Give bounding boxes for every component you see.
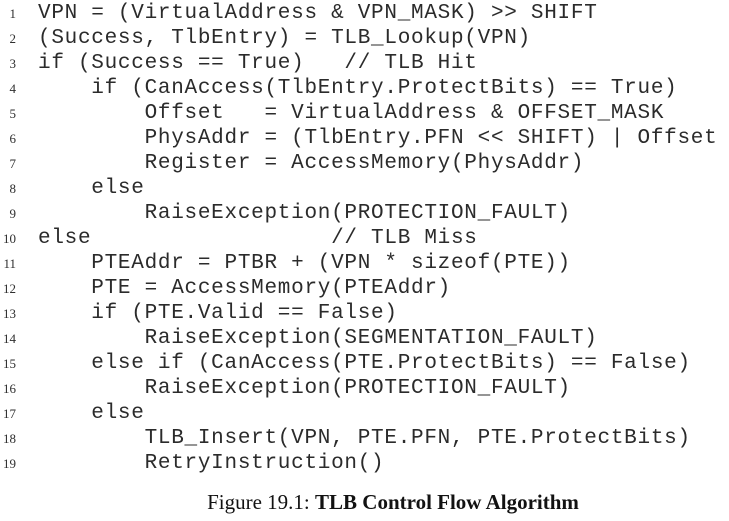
code-line: 10 else // TLB Miss <box>0 226 729 251</box>
line-number: 8 <box>9 181 17 196</box>
code-line: 12 PTE = AccessMemory(PTEAddr) <box>0 276 729 301</box>
code-text: if (Success == True) // TLB Hit <box>38 52 478 75</box>
code-text: PTEAddr = PTBR + (VPN * sizeof(PTE)) <box>38 252 571 275</box>
figure-caption: Figure 19.1: TLB Control Flow Algorithm <box>0 490 729 515</box>
code-text: RaiseException(PROTECTION_FAULT) <box>38 202 571 225</box>
line-number: 17 <box>3 406 16 421</box>
code-line: 18 TLB_Insert(VPN, PTE.PFN, PTE.ProtectB… <box>0 426 729 451</box>
line-number: 12 <box>3 281 16 296</box>
line-number: 13 <box>3 306 16 321</box>
code-text: PTE = AccessMemory(PTEAddr) <box>38 277 451 300</box>
code-line: 19 RetryInstruction() <box>0 451 729 476</box>
code-text: VPN = (VirtualAddress & VPN_MASK) >> SHI… <box>38 2 598 25</box>
code-text: else // TLB Miss <box>38 227 478 250</box>
code-line: 7 Register = AccessMemory(PhysAddr) <box>0 151 729 176</box>
code-text: else if (CanAccess(PTE.ProtectBits) == F… <box>38 352 691 375</box>
figure-caption-prefix: Figure 19.1: <box>207 490 316 514</box>
code-text: PhysAddr = (TlbEntry.PFN << SHIFT) | Off… <box>38 127 718 150</box>
line-number: 19 <box>3 456 16 471</box>
code-text: Offset = VirtualAddress & OFFSET_MASK <box>38 102 665 125</box>
code-line: 16 RaiseException(PROTECTION_FAULT) <box>0 376 729 401</box>
line-number: 3 <box>9 56 17 71</box>
code-text: else <box>38 402 145 425</box>
code-listing: 1 VPN = (VirtualAddress & VPN_MASK) >> SH… <box>0 1 729 476</box>
code-line: 6 PhysAddr = (TlbEntry.PFN << SHIFT) | O… <box>0 126 729 151</box>
line-number: 5 <box>9 106 17 121</box>
line-number: 7 <box>9 156 17 171</box>
code-line: 13 if (PTE.Valid == False) <box>0 301 729 326</box>
code-line: 14 RaiseException(SEGMENTATION_FAULT) <box>0 326 729 351</box>
line-number: 4 <box>9 81 17 96</box>
line-number: 14 <box>3 331 16 346</box>
line-number: 2 <box>9 31 17 46</box>
code-text: Register = AccessMemory(PhysAddr) <box>38 152 585 175</box>
code-line: 15 else if (CanAccess(PTE.ProtectBits) =… <box>0 351 729 376</box>
code-text: if (CanAccess(TlbEntry.ProtectBits) == T… <box>38 77 678 100</box>
line-number: 15 <box>3 356 16 371</box>
code-line: 4 if (CanAccess(TlbEntry.ProtectBits) ==… <box>0 76 729 101</box>
code-line: 9 RaiseException(PROTECTION_FAULT) <box>0 201 729 226</box>
line-number: 1 <box>9 6 17 21</box>
code-line: 2 (Success, TlbEntry) = TLB_Lookup(VPN) <box>0 26 729 51</box>
code-line: 1 VPN = (VirtualAddress & VPN_MASK) >> SH… <box>0 1 729 26</box>
code-line: 8 else <box>0 176 729 201</box>
line-number: 11 <box>3 256 16 271</box>
code-text: RaiseException(PROTECTION_FAULT) <box>38 377 571 400</box>
code-line: 5 Offset = VirtualAddress & OFFSET_MASK <box>0 101 729 126</box>
code-text: else <box>38 177 145 200</box>
figure-caption-title: TLB Control Flow Algorithm <box>315 490 579 514</box>
code-text: RetryInstruction() <box>38 452 385 475</box>
line-number: 10 <box>3 231 16 246</box>
line-number: 9 <box>9 206 17 221</box>
code-line: 11 PTEAddr = PTBR + (VPN * sizeof(PTE)) <box>0 251 729 276</box>
code-text: (Success, TlbEntry) = TLB_Lookup(VPN) <box>38 27 531 50</box>
line-number: 18 <box>3 431 16 446</box>
line-number: 16 <box>3 381 16 396</box>
code-text: if (PTE.Valid == False) <box>38 302 398 325</box>
code-text: RaiseException(SEGMENTATION_FAULT) <box>38 327 598 350</box>
code-line: 17 else <box>0 401 729 426</box>
line-number: 6 <box>9 131 17 146</box>
code-line: 3 if (Success == True) // TLB Hit <box>0 51 729 76</box>
code-text: TLB_Insert(VPN, PTE.PFN, PTE.ProtectBits… <box>38 427 691 450</box>
